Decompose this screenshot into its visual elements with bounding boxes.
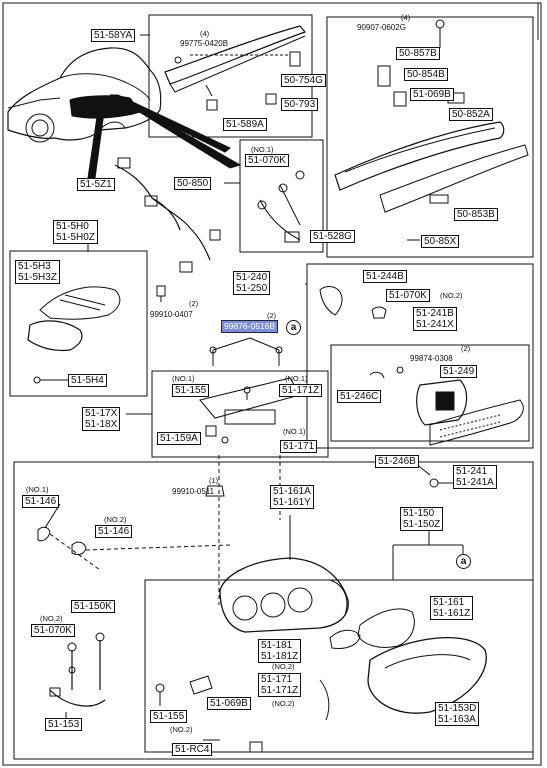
part-51-5h3: 51-5H3 [18,261,51,272]
part-51-246b[interactable]: 51-246B [375,455,419,468]
part-51-161z: 51-161Z [433,608,471,619]
part-51-161a: 51-161A [273,486,311,497]
qty-no2-181: (NO.2) [272,662,295,671]
part-51-146-no1[interactable]: 51-146 [22,495,60,508]
part-51-5h0z: 51-5H0Z [56,232,95,243]
part-50-853b[interactable]: 50-853B [454,208,498,221]
part-51-150: 51-150 [403,508,435,519]
part-51-155-bottom[interactable]: 51-155 [150,710,188,723]
qty-51-146-no2: (NO.2) [104,515,127,524]
qty-51-070k-no2-top: (NO.2) [440,291,463,300]
part-50-852a[interactable]: 50-852A [449,108,493,121]
part-99910-0407[interactable]: 99910-0407 [150,310,193,319]
part-51-163a: 51-163A [438,714,476,725]
qty-no2-171: (NO.2) [272,699,295,708]
part-51-159a[interactable]: 51-159A [157,432,201,445]
part-50-754g[interactable]: 50-754G [281,74,326,87]
part-51-161: 51-161 [433,597,465,608]
part-50-850[interactable]: 50-850 [174,177,212,190]
part-51-5h3z: 51-5H3Z [18,272,57,283]
part-51-171-mid[interactable]: 51-171 [280,440,318,453]
part-51-171-bottom: 51-171 [261,674,293,685]
qty-51-155-no2: (NO.2) [170,725,193,734]
part-51-17x: 51-17X [85,408,118,419]
part-51-58ya[interactable]: 51-58YA [91,29,136,42]
part-51-rc4[interactable]: 51-RC4 [172,743,213,756]
part-50-793[interactable]: 50-793 [281,98,319,111]
part-51-150z: 51-150Z [403,519,441,530]
part-51-070k-no2-top[interactable]: 51-070K [386,289,430,302]
part-51-171z-mid[interactable]: 51-171Z [279,384,323,397]
part-51-181z: 51-181Z [261,651,299,662]
part-51-241x: 51-241X [416,319,454,330]
qty-99874: (2) [461,344,471,353]
part-51-153[interactable]: 51-153 [45,718,83,731]
part-51-070k-no2-bottom[interactable]: 51-070K [31,624,75,637]
qty-99775: (4) [200,29,210,38]
part-51-155-mid[interactable]: 51-155 [172,384,210,397]
part-50-857b[interactable]: 50-857B [396,47,440,60]
part-99874-0308[interactable]: 99874-0308 [410,354,453,363]
part-51-069b-top[interactable]: 51-069B [410,88,454,101]
part-51-070k-no1[interactable]: 51-070K [245,154,289,167]
part-51-161y: 51-161Y [273,497,311,508]
part-51-241: 51-241 [456,466,488,477]
qty-51-171z-no1: (NO.1) [285,374,308,383]
part-90907-0602g[interactable]: 90907-0602G [357,23,406,32]
part-51-240: 51-240 [236,272,268,283]
qty-99876: (2) [267,311,277,320]
part-50-854b[interactable]: 50-854B [404,68,448,81]
qty-51-070k-no2-bottom: (NO.2) [40,614,63,623]
part-51-246c[interactable]: 51-246C [337,390,382,403]
part-51-150k[interactable]: 51-150K [71,600,115,613]
qty-99910-0407: (2) [189,299,199,308]
part-51-171z-bottom: 51-171Z [261,685,299,696]
car-rear-illustration [7,47,162,143]
part-51-528g[interactable]: 51-528G [310,230,355,243]
part-51-069b-bottom[interactable]: 51-069B [207,697,251,710]
part-99775-0420b[interactable]: 99775-0420B [180,39,229,48]
callout-a-marker-bottom: a [456,554,471,569]
qty-90907: (4) [401,13,411,22]
part-51-146-no2[interactable]: 51-146 [95,525,133,538]
qty-51-171-no1: (NO.1) [283,427,306,436]
part-51-5z1[interactable]: 51-5Z1 [77,178,115,191]
part-51-18x: 51-18X [85,419,118,430]
part-50-85x[interactable]: 50-85X [421,235,460,248]
qty-99910-0511: (1) [209,476,219,485]
part-51-5h4[interactable]: 51-5H4 [68,374,107,387]
part-51-5h0: 51-5H0 [56,221,89,232]
qty-51-146-no1: (NO.1) [26,485,49,494]
part-99910-0511[interactable]: 99910-0511 [172,487,215,496]
part-51-249[interactable]: 51-249 [440,365,478,378]
qty-51-070k-no1: (NO.1) [251,145,274,154]
part-99876-0516b-highlighted[interactable]: 99876-0516B [221,320,279,333]
part-51-250: 51-250 [236,283,268,294]
part-51-589a[interactable]: 51-589A [223,118,267,131]
callout-a-marker-top: a [286,320,301,335]
part-51-241a: 51-241A [456,477,494,488]
part-51-241b: 51-241B [416,308,454,319]
part-51-153d: 51-153D [438,703,477,714]
qty-51-155-no1: (NO.1) [172,374,195,383]
part-51-181: 51-181 [261,640,293,651]
part-51-244b[interactable]: 51-244B [363,270,407,283]
